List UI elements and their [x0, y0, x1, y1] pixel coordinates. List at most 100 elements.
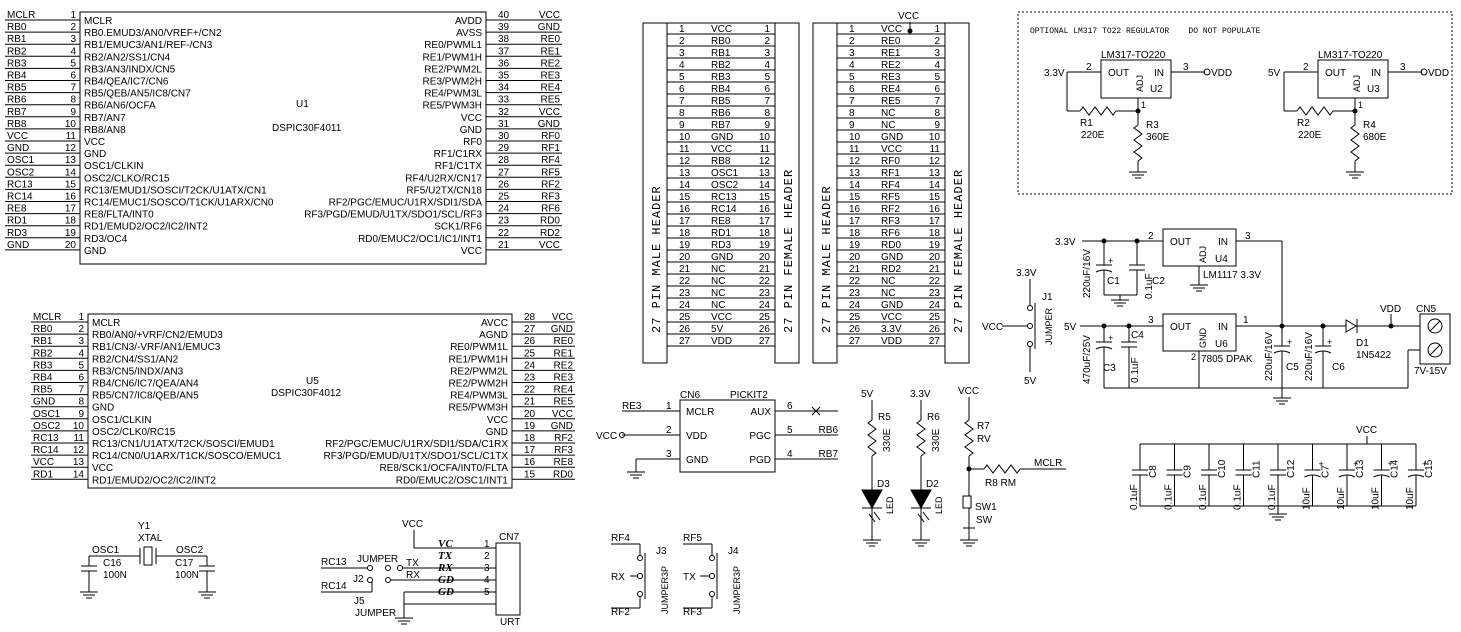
j3-ref: J3 [656, 546, 667, 557]
header1-row-pin-right: 1 [764, 24, 770, 35]
header1-row-pin-left: 9 [679, 120, 685, 131]
header1-row-pin-left: 14 [679, 180, 691, 191]
u1-left-pin-fn: GND [84, 149, 106, 160]
c5-val: 220uF/16V [1264, 332, 1275, 381]
j2-jumper: JUMPER [357, 554, 398, 565]
r4-ref: R4 [1363, 120, 1376, 131]
u1-left-net: RB1 [7, 34, 27, 45]
u6-pin-gnd: 2 [1191, 352, 1196, 362]
regulator-u6: 5V 3 OUT IN GND U6 7805 DPAK 2 1 + C3 47… [1064, 304, 1451, 405]
header1-row-pin-right: 11 [760, 144, 771, 155]
u5-left-pin-fn: OSC2/CLK0/RC15 [92, 427, 176, 438]
header1-row-pin-right: 20 [759, 252, 771, 263]
u5-right-net: RE4 [554, 385, 574, 396]
c5-ref: C5 [1286, 362, 1299, 373]
u5-right-pin-fn: RE2/PWM2L [450, 366, 508, 377]
pickit-right-net: RB6 [819, 425, 839, 436]
header-block-1: 27 PIN MALE HEADER 27 PIN FEMALE HEADER … [642, 22, 800, 364]
u1-right-pin-fn: RF3/PGD/EMUD/U1TX/SDO1/SCL/RF3 [304, 210, 482, 221]
u1-right-net: RF3 [541, 192, 560, 203]
pickit-vcc-port [619, 432, 625, 438]
u5-right-net: RE8 [554, 457, 574, 468]
header1-row-net: RB0 [711, 36, 731, 47]
j3-val: JUMPER3P [660, 566, 670, 614]
header1-row-pin-left: 4 [679, 60, 685, 71]
decap-plus: + [1388, 459, 1393, 469]
u2-pin-out: 2 [1086, 62, 1092, 73]
u5-left-pin-num: 9 [78, 409, 84, 420]
header2-top-net: VCC [898, 11, 919, 22]
decap-plus: + [1319, 459, 1324, 469]
u1-left-pin-fn: VCC [84, 137, 105, 148]
header1-row-pin-left: 2 [679, 36, 685, 47]
header2-row-pin-right: 12 [929, 156, 941, 167]
u5-right-pin-fn: RE0/PWM1L [450, 342, 508, 353]
rx-label: RX [406, 570, 420, 581]
u2-vin: VDD [1211, 68, 1232, 79]
u3-ref: U3 [1367, 84, 1380, 95]
u5-left-pin-num: 7 [78, 385, 84, 396]
header2-row-pin-left: 11 [849, 144, 860, 155]
u1-right-net: GND [538, 119, 560, 130]
cn5-val: 7V-15V [1414, 366, 1447, 377]
u1-left-pin-num: 7 [70, 83, 76, 94]
pickit-right-pin-fn: AUX [750, 407, 771, 418]
u1-left-net: RC13 [7, 179, 33, 190]
u1-right-pin-num: 21 [498, 240, 510, 251]
header2-row-net: NC [881, 288, 895, 299]
u1-right-net: RE4 [541, 83, 561, 94]
u1-right-pin-fn: RE0/PWML1 [424, 40, 482, 51]
c4-val: 0.1uF [1130, 357, 1141, 383]
c17-ref: C17 [175, 558, 194, 569]
u1-left-pin-fn: RE8/FLTA/INT0 [84, 210, 154, 221]
u1-right-pin-fn: RF1/C1RX [434, 149, 483, 160]
c2-ref: C2 [1152, 276, 1165, 287]
cn5-ref: CN5 [1416, 304, 1436, 315]
uart-signals: VC1TX2RX3GD4GD5 [437, 538, 490, 598]
header1-row-pin-left: 8 [679, 108, 685, 119]
header2-row-pin-left: 1 [849, 24, 855, 35]
header2-row-net: GND [881, 252, 903, 263]
header2-row-pin-right: 18 [929, 228, 941, 239]
u5-right-pin-fn: AVCC [481, 318, 508, 329]
u1-left-pin-fn: OSC2/CLKO/RC15 [84, 173, 170, 184]
u1-left-net: RB6 [7, 95, 27, 106]
header1-row-net: RB5 [711, 96, 731, 107]
u4-pin-out: 2 [1148, 231, 1154, 242]
header2-row-pin-left: 2 [849, 36, 855, 47]
decap-ref: C15 [1424, 459, 1435, 478]
header1-row-net: GND [711, 252, 733, 263]
header2-row-net: 3.3V [881, 324, 902, 335]
decap-val: 10uF [1302, 487, 1313, 510]
c2-val: 0.1uF [1144, 273, 1155, 299]
header2-row-pin-left: 25 [849, 312, 861, 323]
c6-val: 220uF/16V [1304, 332, 1315, 381]
u5-left-net: GND [33, 397, 55, 408]
u4-title: LM1117 3.3V [1203, 270, 1261, 281]
u1-right-pin-fn: RE3/PWM2H [423, 77, 482, 88]
header1-row-net: RB8 [711, 156, 731, 167]
jumper-j1: 3.3V J1 JUMPER VCC 5V [982, 268, 1054, 387]
u5-right-net: VCC [552, 312, 573, 323]
u5-right-net: RE1 [554, 348, 574, 359]
u1-right-pin-num: 38 [498, 34, 510, 45]
u5-right-net: RF2 [554, 433, 573, 444]
u1-left-net: RE8 [7, 204, 27, 215]
header1-row-pin-right: 25 [759, 312, 771, 323]
header2-row-pin-left: 15 [849, 192, 861, 203]
u1-left-net: GND [7, 240, 29, 251]
decap-ref: C8 [1148, 465, 1159, 478]
header2-row-net: NC [881, 276, 895, 287]
u1-right-pin-num: 25 [498, 192, 510, 203]
rc14-net: RC14 [321, 581, 347, 592]
header1-row-pin-left: 1 [679, 24, 685, 35]
u2-vout: 3.3V [1044, 68, 1065, 79]
header2-row-pin-left: 6 [849, 84, 855, 95]
c3-plus: + [1108, 333, 1113, 343]
u1-right-net: RE5 [541, 95, 561, 106]
header1-row-pin-right: 19 [759, 240, 771, 251]
header1-row-pin-right: 10 [759, 132, 771, 143]
u5-right-net: RE5 [554, 397, 574, 408]
